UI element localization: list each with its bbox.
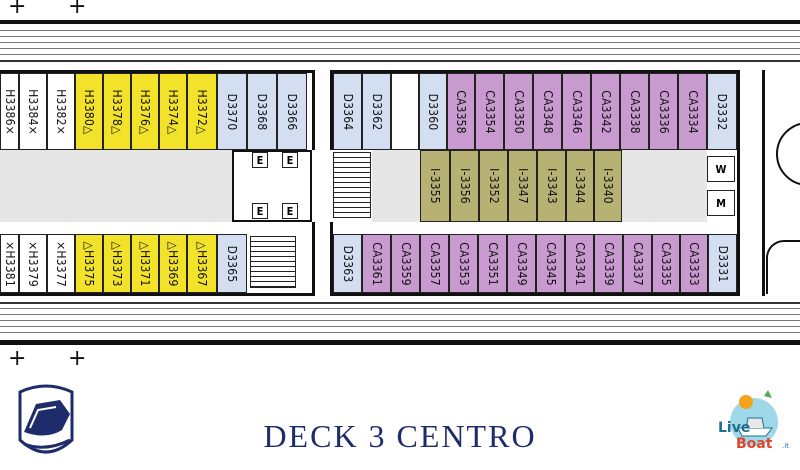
cabin-suite[interactable]: CA3361 [362,234,391,293]
cabin-suite[interactable]: CA3350 [504,73,533,150]
cabin-inside[interactable]: △H3367 [187,234,217,293]
cabin-outside[interactable]: D3331 [708,234,737,293]
cabin-inside[interactable]: ×H3377 [47,234,75,293]
cabin-suite[interactable]: CA3338 [620,73,649,150]
cabin-interior[interactable]: I-3340 [594,150,622,222]
cabin-interior[interactable]: I-3344 [566,150,594,222]
svg-text:Boat: Boat [736,436,773,452]
cabin-inside[interactable]: ×H3379 [19,234,47,293]
cabin-interior[interactable]: I-3343 [537,150,566,222]
plus-icon: + [68,346,87,371]
cabin-inside[interactable]: H3386× [0,73,19,150]
cabin-outside[interactable]: D3364 [333,73,362,150]
cabin-suite[interactable]: CA3339 [594,234,623,293]
cabin-outside[interactable]: D3362 [362,73,391,150]
svg-text:Live: Live [718,420,750,436]
cabin-suite[interactable]: CA3335 [652,234,680,293]
plus-icon: + [8,346,27,371]
stairs [250,236,296,288]
stairs [333,152,371,218]
liveboat-logo-icon: Live Boat .it [718,390,789,452]
cabin-inside[interactable]: △H3373 [103,234,131,293]
cabin-inside[interactable]: H3378△ [103,73,131,150]
cabin-outside[interactable]: D3332 [707,73,737,150]
cabin-suite[interactable]: CA3337 [623,234,652,293]
cabin-outside[interactable]: D3365 [217,234,247,293]
elevator-icon: E [282,203,298,219]
cabin-inside[interactable]: △H3371 [131,234,159,293]
cabin-suite[interactable]: CA3358 [447,73,475,150]
cabin-outside[interactable]: D3368 [247,73,277,150]
cabin-suite[interactable]: CA3345 [536,234,565,293]
cabin-suite[interactable]: CA3346 [562,73,591,150]
elevator-block [232,150,312,222]
corridor-left [0,150,232,222]
hull-top [0,20,800,24]
cabin-suite[interactable]: CA3334 [678,73,707,150]
cabin-inside[interactable]: H3380△ [75,73,103,150]
plus-icon: + [8,0,27,19]
svg-text:.it: .it [782,442,789,450]
cabin-outside[interactable]: D3366 [277,73,307,150]
cabin-interior[interactable]: I-3347 [508,150,537,222]
corridor-center [372,150,420,222]
cabin-suite[interactable]: CA3353 [449,234,478,293]
cabin-suite[interactable]: CA3348 [533,73,562,150]
cabin-outside[interactable]: D3370 [217,73,247,150]
cabin-interior[interactable]: I-3352 [479,150,508,222]
cabin-suite[interactable]: CA3336 [649,73,678,150]
washroom-icon: W [707,156,735,182]
cabin-inside[interactable]: H3374△ [159,73,187,150]
cabin-interior[interactable]: I-3355 [420,150,450,222]
cabin-suite[interactable]: CA3333 [680,234,708,293]
forward-stairwell [762,70,800,296]
cabin-suite[interactable]: CA3354 [475,73,504,150]
cabin-inside[interactable]: △H3375 [75,234,103,293]
ship-logo-icon [18,384,74,454]
cabin-inside[interactable]: H3384× [19,73,47,150]
corridor-right [622,150,707,222]
cabin-suite[interactable]: CA3341 [565,234,594,293]
cabin-suite[interactable]: CA3349 [507,234,536,293]
cabin-suite[interactable]: CA3351 [478,234,507,293]
cabin-inside[interactable]: H3376△ [131,73,159,150]
cabin-interior[interactable]: I-3356 [450,150,479,222]
hull-bottom [0,340,800,345]
cabin-suite[interactable]: CA3359 [391,234,420,293]
elevator-icon: E [282,152,298,168]
washroom-icon: M [707,190,735,216]
cabin-inside[interactable]: △H3369 [159,234,187,293]
elevator-icon: E [252,203,268,219]
cabin-inside[interactable]: ×H3381 [0,234,19,293]
service-room [391,73,419,150]
page-title: DECK 3 CENTRO [263,418,537,454]
plus-icon: + [68,0,87,19]
cabin-outside[interactable]: D3363 [333,234,362,293]
cabin-suite[interactable]: CA3357 [420,234,449,293]
cabin-inside[interactable]: H3372△ [187,73,217,150]
elevator-icon: E [252,152,268,168]
cabin-outside[interactable]: D3360 [419,73,447,150]
cabin-suite[interactable]: CA3342 [591,73,620,150]
cabin-inside[interactable]: H3382× [47,73,75,150]
